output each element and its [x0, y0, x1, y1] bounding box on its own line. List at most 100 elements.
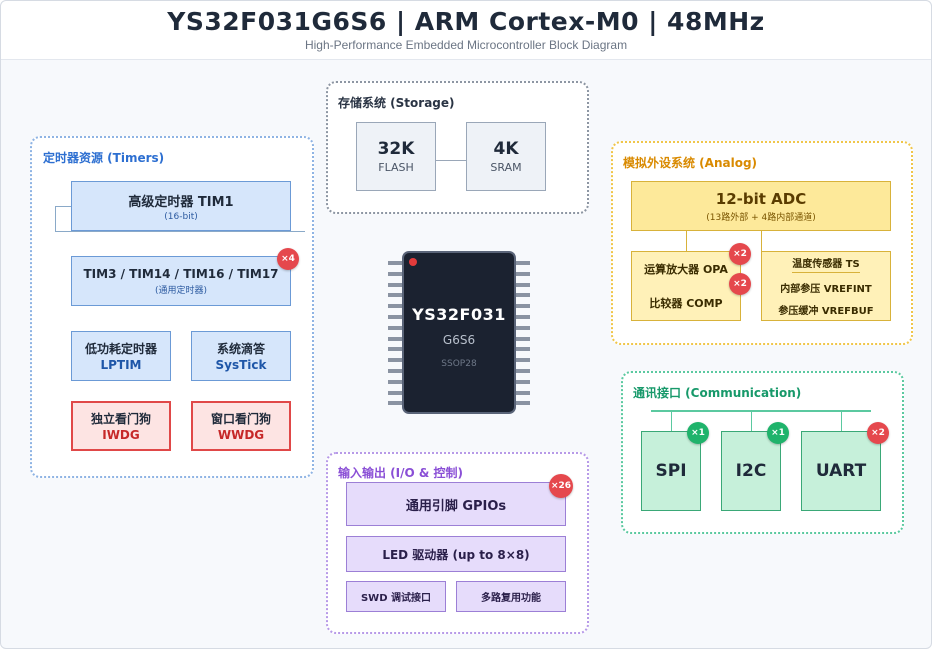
chip-pin-left-6	[388, 315, 402, 319]
chip-variant: G6S6	[442, 333, 476, 347]
uart-count-badge: ×2	[867, 422, 889, 444]
chip-pin-right-6	[516, 315, 530, 319]
page-subtitle: High-Performance Embedded Microcontrolle…	[304, 38, 628, 52]
comp-label: 比较器 COMP	[649, 297, 723, 310]
gpio-count-badge: ×26	[549, 474, 573, 498]
i2c-label: I2C	[735, 461, 767, 481]
systick-code: SysTick	[215, 358, 267, 372]
swd-block: SWD 调试接口	[346, 581, 446, 612]
timers-bus-h2	[55, 231, 305, 232]
opa-comp-block: 运算放大器 OPA 比较器 COMP	[631, 251, 741, 321]
swd-label: SWD 调试接口	[360, 593, 431, 604]
comm-drop-uart	[841, 410, 842, 431]
vrefbuf-label: 参压缓冲 VREFBUF	[778, 305, 874, 317]
general-timers-count-badge: ×4	[277, 248, 299, 270]
page-title: YS32F031G6S6 | ARM Cortex-M0 | 48MHz	[167, 7, 765, 36]
sram-label: SRAM	[490, 161, 522, 174]
chip-pin-right-7	[516, 326, 530, 330]
i2c-block: I2C	[721, 431, 781, 511]
chip-pin-right-9	[516, 347, 530, 351]
comm-bus-line	[651, 410, 871, 412]
iwdg-block: 独立看门狗 IWDG	[71, 401, 171, 451]
iwdg-code: IWDG	[102, 428, 140, 442]
ts-label: 温度传感器 TS	[792, 255, 860, 274]
lptim-block: 低功耗定时器 LPTIM	[71, 331, 171, 381]
i2c-count-badge: ×1	[767, 422, 789, 444]
adc-name: 12-bit ADC	[715, 189, 807, 208]
gpio-label: 通用引脚 GPIOs	[405, 498, 507, 514]
chip-pin-right-8	[516, 337, 530, 341]
chip-pin-right-11	[516, 369, 530, 373]
chip-pin-right-1	[516, 261, 530, 265]
gpio-block: 通用引脚 GPIOs	[346, 482, 566, 526]
timers-title: 定时器资源 (Timers)	[43, 151, 165, 165]
lptim-name: 低功耗定时器	[84, 342, 157, 356]
adc-block: 12-bit ADC (13路外部 + 4路内部通道)	[631, 181, 891, 231]
mux-label: 多路复用功能	[481, 593, 541, 604]
chip-pin-right-5	[516, 304, 530, 308]
general-timers-block: TIM3 / TIM14 / TIM16 / TIM17 (通用定时器)	[71, 256, 291, 306]
chip-pin-left-13	[388, 391, 402, 395]
chip-pin-left-4	[388, 293, 402, 297]
chip-pin-right-13	[516, 391, 530, 395]
flash-size: 32K	[377, 139, 415, 159]
timers-bus-h1	[55, 206, 72, 207]
uart-block: UART	[801, 431, 881, 511]
comm-drop-spi	[671, 410, 672, 431]
adc-sub: (13路外部 + 4路内部通道)	[706, 212, 816, 223]
spi-label: SPI	[655, 461, 687, 481]
spi-count-badge: ×1	[687, 422, 709, 444]
io-title: 输入输出 (I/O & 控制)	[338, 466, 464, 480]
wwdg-name: 窗口看门狗	[210, 412, 271, 426]
vrefint-label: 内部参压 VREFINT	[780, 283, 872, 295]
timers-bus-vertical	[55, 206, 56, 232]
chip-pin-left-1	[388, 261, 402, 265]
chip-pin-right-2	[516, 272, 530, 276]
tim1-block: 高级定时器 TIM1 (16-bit)	[71, 181, 291, 231]
chip-pin-left-3	[388, 283, 402, 287]
led-driver-block: LED 驱动器 (up to 8×8)	[346, 536, 566, 572]
adc-link-left	[686, 231, 687, 251]
tim1-sub: (16-bit)	[164, 211, 198, 222]
flash-label: FLASH	[378, 161, 414, 174]
chip-pin-left-2	[388, 272, 402, 276]
mux-block: 多路复用功能	[456, 581, 566, 612]
spi-block: SPI	[641, 431, 701, 511]
chip-pin-left-9	[388, 347, 402, 351]
tim1-name: 高级定时器 TIM1	[128, 194, 234, 210]
opa-count-badge: ×2	[729, 243, 751, 265]
chip-pin-left-14	[388, 401, 402, 405]
chip-pin-left-8	[388, 337, 402, 341]
pin1-marker-icon	[409, 258, 417, 266]
comp-count-badge: ×2	[729, 273, 751, 295]
comm-title: 通讯接口 (Communication)	[633, 386, 802, 400]
chip-pin-right-10	[516, 358, 530, 362]
chip-pin-left-11	[388, 369, 402, 373]
flash-block: 32K FLASH	[356, 122, 436, 191]
sensor-ref-block: 温度传感器 TS 内部参压 VREFINT 参压缓冲 VREFBUF	[761, 251, 891, 321]
storage-title: 存储系统 (Storage)	[338, 96, 455, 110]
chip-pin-left-12	[388, 380, 402, 384]
sram-size: 4K	[493, 139, 519, 159]
systick-block: 系统滴答 SysTick	[191, 331, 291, 381]
chip-package: YS32F031 G6S6 SSOP28	[402, 251, 516, 414]
general-timers-name: TIM3 / TIM14 / TIM16 / TIM17	[83, 266, 279, 281]
comm-drop-i2c	[751, 410, 752, 431]
led-driver-label: LED 驱动器 (up to 8×8)	[382, 547, 530, 562]
header: YS32F031G6S6 | ARM Cortex-M0 | 48MHz Hig…	[1, 1, 931, 60]
chip-pin-left-5	[388, 304, 402, 308]
storage-link-line	[436, 160, 466, 161]
lptim-code: LPTIM	[100, 358, 142, 372]
opa-label: 运算放大器 OPA	[644, 263, 728, 276]
chip-package-label: SSOP28	[441, 359, 477, 369]
adc-link-right	[761, 231, 762, 251]
chip-pin-right-3	[516, 283, 530, 287]
sram-block: 4K SRAM	[466, 122, 546, 191]
chip-name: YS32F031	[412, 305, 506, 324]
chip-pin-right-4	[516, 293, 530, 297]
chip-pin-right-12	[516, 380, 530, 384]
chip-pin-left-10	[388, 358, 402, 362]
systick-name: 系统滴答	[216, 342, 265, 356]
chip-pin-left-7	[388, 326, 402, 330]
chip-pin-right-14	[516, 401, 530, 405]
